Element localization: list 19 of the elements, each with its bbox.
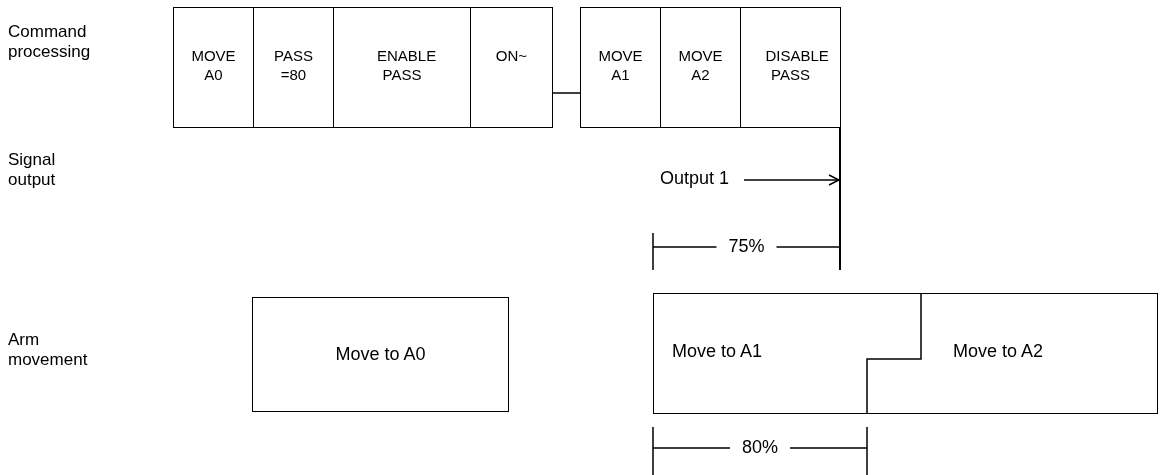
command-cell: MOVE A2 xyxy=(660,7,741,128)
command-cell: ENABLE PASS xyxy=(333,7,471,128)
row-label: Arm movement xyxy=(8,330,89,370)
signal-label: Output 1 xyxy=(660,168,740,192)
arrow xyxy=(743,174,840,186)
dimension-label: 75% xyxy=(727,236,766,256)
command-cell: PASS =80 xyxy=(253,7,334,128)
command-cell: MOVE A0 xyxy=(173,7,254,128)
signal-line xyxy=(839,128,841,270)
command-cell: DISABLE PASS xyxy=(740,7,841,128)
row-label: Signal output xyxy=(8,150,57,190)
dimension-label: 80% xyxy=(741,437,779,457)
command-cell: MOVE A1 xyxy=(580,7,661,128)
movement-box: Move to A2 xyxy=(867,293,1158,414)
command-cell: ON~ xyxy=(470,7,553,128)
connector-line xyxy=(552,92,581,94)
movement-box: Move to A0 xyxy=(252,297,509,412)
movement-box: Move to A1 xyxy=(653,293,867,414)
row-label: Command processing xyxy=(8,22,92,62)
